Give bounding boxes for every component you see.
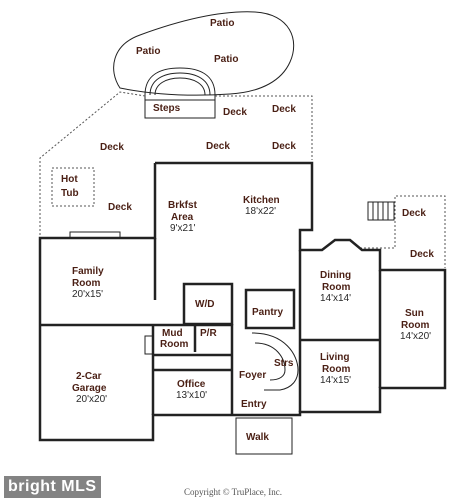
right-deck-outline (360, 195, 446, 268)
pantry-room (244, 288, 296, 330)
label-garage: Garage (72, 383, 107, 394)
label-entry: Entry (241, 399, 267, 410)
label-patio: Patio (210, 18, 234, 29)
label-sun: Sun (405, 308, 424, 319)
label-dining: Dining (320, 270, 351, 281)
patio-outline (113, 11, 295, 96)
dim-kitchen: 18'x22' (245, 206, 276, 217)
label-steps: Steps (153, 103, 181, 114)
dim-brkfst: 9'x21' (170, 223, 196, 234)
dim-family: 20'x15' (72, 289, 103, 300)
label-deck: Deck (402, 208, 426, 219)
label-living: Living (320, 352, 349, 363)
label-kitchen: Kitchen (243, 195, 280, 206)
label-family: Family (72, 266, 104, 277)
label-family: Room (72, 278, 100, 289)
label-living: Room (322, 364, 350, 375)
mud-step (144, 335, 154, 355)
label-brkfst: Brkfst (168, 200, 198, 211)
label-wd: W/D (195, 299, 214, 310)
house-walls (38, 161, 447, 442)
label-sun: Room (401, 320, 429, 331)
label-deck: Deck (272, 104, 296, 115)
label-walk: Walk (246, 432, 269, 443)
label-deck: Deck (108, 202, 132, 213)
window (69, 231, 121, 239)
label-deck: Deck (272, 141, 296, 152)
deck-outline (39, 91, 313, 238)
label-pantry: Pantry (252, 307, 284, 318)
label-office: Office (177, 379, 206, 390)
stairs-inner (254, 342, 286, 381)
label-garage: 2-Car (76, 371, 102, 382)
stairs-outline (251, 332, 299, 391)
label-deck: Deck (223, 107, 247, 118)
label-pr: P/R (200, 328, 217, 339)
label-deck: Deck (100, 142, 124, 153)
steps-outline (144, 67, 216, 119)
steps-arc-2 (154, 77, 206, 96)
dim-garage: 20'x20' (76, 394, 107, 405)
label-mud: Mud (162, 328, 183, 339)
label-patio: Patio (136, 46, 160, 57)
dim-dining: 14'x14' (320, 293, 351, 304)
walk-outline (235, 417, 293, 455)
watermark-logo: bright MLS (4, 476, 101, 498)
dim-sun: 14'x20' (400, 331, 431, 342)
label-hot-tub: Hot (61, 174, 78, 185)
label-foyer: Foyer (239, 370, 266, 381)
label-hot-tub: Tub (61, 188, 79, 199)
dim-office: 13'x10' (176, 390, 207, 401)
label-dining: Room (322, 282, 350, 293)
label-brkfst: Area (171, 212, 194, 223)
dim-living: 14'x15' (320, 375, 351, 386)
hot-tub-outline (51, 167, 95, 207)
label-deck: Deck (410, 249, 434, 260)
label-mud: Room (160, 339, 188, 350)
label-patio: Patio (214, 54, 238, 65)
label-deck: Deck (206, 141, 230, 152)
label-strs: Strs (274, 358, 294, 369)
right-deck-steps (367, 201, 395, 221)
steps-arc-1 (149, 72, 211, 96)
copyright-text: Copyright © TruPlace, Inc. (183, 487, 283, 497)
